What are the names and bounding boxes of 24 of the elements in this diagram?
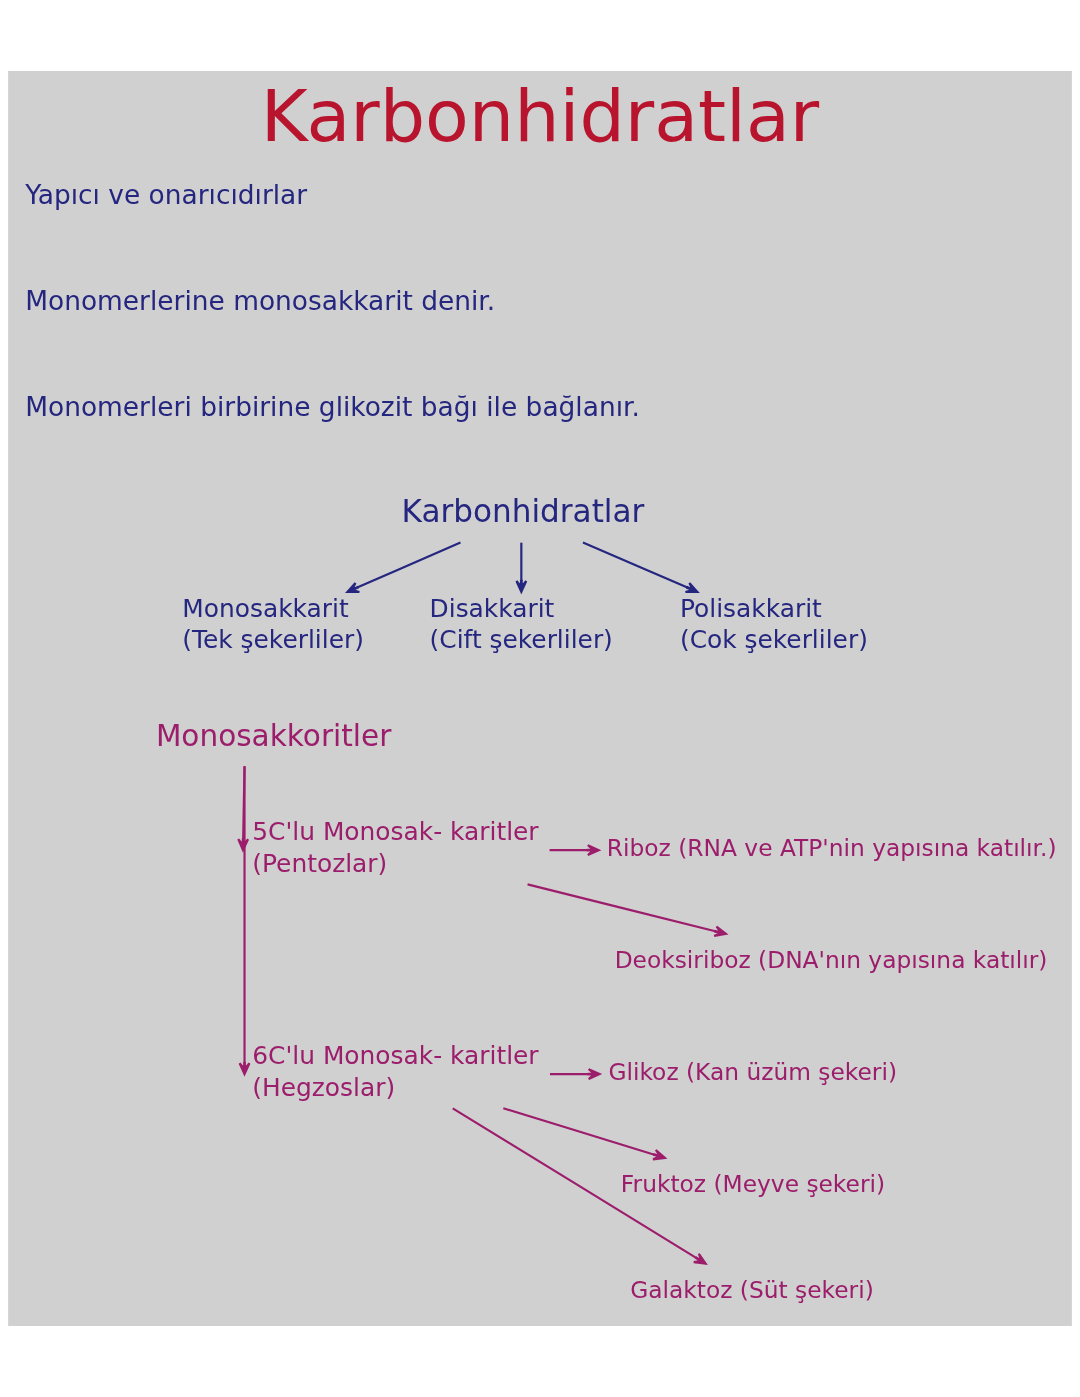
arrow	[549, 844, 600, 857]
node-text: Fruktoz (Meyve şekeri)	[620, 1170, 886, 1198]
label: Yapıcı ve onarıcıdırlar	[25, 179, 308, 211]
node-text: Galaktoz (Süt şekeri)	[630, 1276, 874, 1304]
node-text: 5C'lu Monosak- karitler (Pentozlar)	[252, 817, 539, 878]
diagram-title: Karbonhidratlar	[260, 74, 820, 158]
node-text: Disakkarit (Cift şekerliler)	[429, 593, 613, 654]
node-text: 6C'lu Monosak- karitler (Hegzoslar)	[252, 1041, 539, 1102]
arrow	[549, 1068, 601, 1081]
arrow	[452, 1107, 707, 1265]
node-text: Monosakkoritler	[155, 719, 392, 754]
label: Monomerleri birbirine glikozit bağı ile bağlanır.	[25, 390, 640, 422]
node-text: Polisakkarit (Cok şekerliler)	[679, 593, 868, 654]
arrow	[582, 541, 699, 594]
arrow	[527, 883, 728, 938]
node-text: Monosakkarit (Tek şekerliler)	[182, 593, 364, 654]
node-text: Karbonhidratlar	[401, 492, 645, 529]
node-text: Glikoz (Kan üzüm şekeri)	[608, 1058, 898, 1086]
node-text: Deoksiriboz (DNA'nın yapısına katılır)	[614, 946, 1048, 974]
arrow	[503, 1107, 666, 1161]
arrow	[346, 541, 461, 594]
arrow	[515, 542, 528, 593]
node-text: Riboz (RNA ve ATP'nin yapısına katılır.)	[606, 834, 1057, 862]
label: Monomerlerine monosakkarit denir.	[25, 284, 496, 316]
